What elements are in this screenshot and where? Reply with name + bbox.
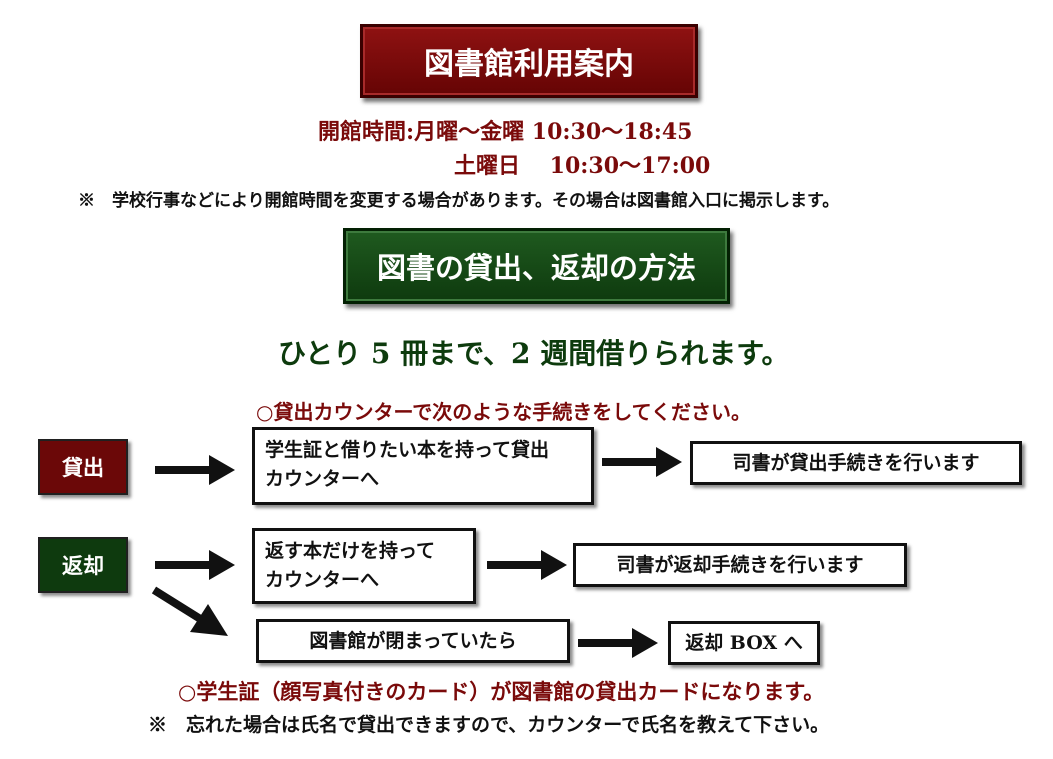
return-arrow-2 <box>487 550 567 580</box>
opening-hours-note: ※ 学校行事などにより開館時間を変更する場合があります。その場合は図書館入口に掲… <box>78 191 840 211</box>
guide-title-banner: 図書館利用案内 <box>360 24 698 98</box>
return-tag: 返却 <box>38 537 128 593</box>
borrow-step-bring-card: 学生証と借りたい本を持って貸出 カウンターへ <box>252 427 594 505</box>
borrow-step-line1: 学生証と借りたい本を持って貸出 <box>265 439 550 461</box>
return-diagonal-arrow <box>150 586 228 638</box>
forgot-note: ※ 忘れた場合は氏名で貸出できますので、カウンターで氏名を教えて下さい。 <box>148 714 830 736</box>
return-arrow-1 <box>155 550 235 580</box>
return-step-line1: 返す本だけを持って <box>265 540 436 562</box>
borrow-label: 貸出 <box>62 456 104 480</box>
opening-hours-saturday: 土曜日 10:30～17:00 <box>454 153 711 179</box>
borrow-arrow-2 <box>602 447 682 477</box>
lending-title: 図書の貸出、返却の方法 <box>376 251 696 285</box>
return-step-bring-book: 返す本だけを持って カウンターへ <box>252 528 476 604</box>
return-step-line2: カウンターへ <box>265 568 380 591</box>
lending-rule: ひとり 5 冊まで、2 週間借りられます。 <box>278 337 790 370</box>
borrow-arrow-1 <box>155 455 235 485</box>
borrow-step-librarian-text: 司書が貸出手続きを行います <box>732 451 980 474</box>
return-arrow-3 <box>578 628 658 658</box>
return-step-librarian: 司書が返却手続きを行います <box>573 543 907 587</box>
borrow-step-librarian: 司書が貸出手続きを行います <box>690 441 1022 485</box>
procedure-note: ○貸出カウンターで次のような手続きをしてください。 <box>256 400 752 424</box>
return-step-librarian-text: 司書が返却手続きを行います <box>616 553 864 576</box>
lending-title-banner: 図書の貸出、返却の方法 <box>343 228 730 304</box>
borrow-tag: 貸出 <box>38 439 128 495</box>
return-step-closed: 図書館が閉まっていたら <box>256 619 570 663</box>
borrow-step-line2: カウンターへ <box>265 467 380 490</box>
opening-hours-weekday: 開館時間:月曜～金曜 10:30～18:45 <box>318 119 693 145</box>
return-box-step: 返却 BOX へ <box>668 621 820 665</box>
return-step-closed-text: 図書館が閉まっていたら <box>309 629 517 652</box>
card-note: ○学生証（顔写真付きのカード）が図書館の貸出カードになります。 <box>178 679 825 704</box>
return-label: 返却 <box>62 554 104 578</box>
guide-title: 図書館利用案内 <box>424 47 634 82</box>
return-box-text: 返却 BOX へ <box>685 631 803 654</box>
